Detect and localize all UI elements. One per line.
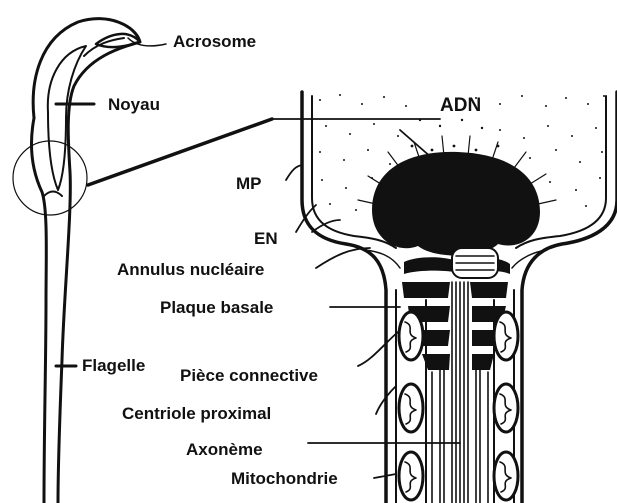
annulus-leader xyxy=(316,248,370,268)
label-plaque-basale: Plaque basale xyxy=(160,298,273,317)
label-mitochondrie: Mitochondrie xyxy=(231,469,338,488)
detail-drawing xyxy=(272,92,617,503)
label-adn: ADN xyxy=(440,95,481,116)
label-acrosome: Acrosome xyxy=(173,32,256,51)
label-axoneme: Axonème xyxy=(186,440,263,459)
mp-leader xyxy=(286,165,302,180)
basal-plate xyxy=(404,257,454,274)
label-noyau: Noyau xyxy=(108,95,160,114)
label-flagelle: Flagelle xyxy=(82,356,145,375)
label-piece-connective: Pièce connective xyxy=(180,366,318,385)
mitochondria-right xyxy=(494,312,518,500)
mitochondria-left xyxy=(399,312,423,500)
plasma-membrane xyxy=(302,92,386,503)
centriole-proximal xyxy=(452,248,498,278)
label-en: EN xyxy=(254,229,278,248)
label-annulus-nucleaire: Annulus nucléaire xyxy=(117,260,264,279)
label-centriole-proximal: Centriole proximal xyxy=(122,404,271,423)
piece-connective-leader xyxy=(358,332,398,366)
label-mp: MP xyxy=(236,174,262,193)
